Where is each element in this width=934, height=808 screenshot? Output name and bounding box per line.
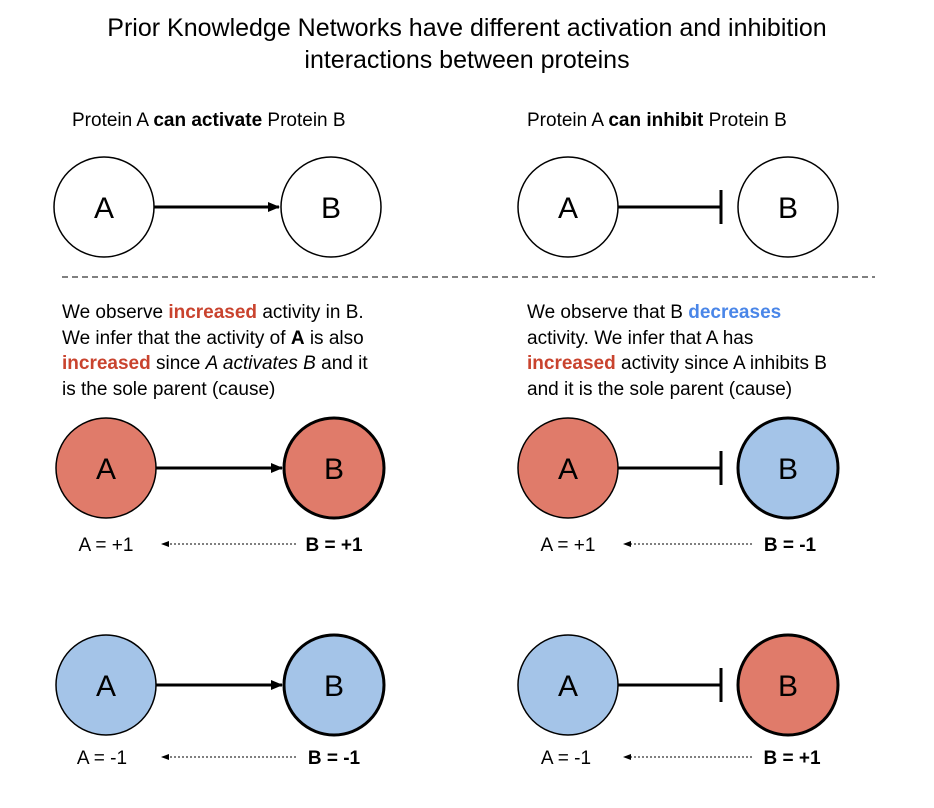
node-a-label: A (96, 453, 116, 486)
node-a-label: A (558, 192, 578, 225)
text: and it (315, 353, 368, 374)
decreases-word: decreases (688, 302, 782, 323)
node-b-label: B (778, 192, 798, 225)
node-b-label: B (324, 453, 344, 486)
activation-heading-post: Protein B (262, 110, 346, 131)
node-b-decreased (736, 416, 840, 520)
text: We observe (62, 302, 169, 323)
node-b-label: B (778, 670, 798, 703)
node-b (737, 156, 839, 258)
increased-word: increased (527, 353, 616, 374)
inhibition-explanation: We observe that B decreases activity. We… (527, 300, 907, 402)
text: activity in B. (257, 302, 364, 323)
text: is also (304, 327, 364, 349)
inferred-a-value: A = -1 (541, 748, 591, 769)
italic-phrase: A activates B (205, 353, 316, 374)
inhibition-heading: Protein A can inhibit Protein B (527, 109, 787, 133)
title-line-2: interactions between proteins (304, 46, 630, 74)
node-b-label: B (321, 192, 341, 225)
node-b-increased (282, 416, 386, 520)
observed-b-value: B = -1 (308, 748, 361, 769)
node-a-label: A (558, 670, 578, 703)
node-b (280, 156, 382, 258)
activation-heading: Protein A can activate Protein B (72, 109, 346, 133)
observed-b-value: B = -1 (764, 535, 817, 556)
text: activity since A inhibits B (615, 353, 827, 374)
diagram-title: Prior Knowledge Networks have different … (0, 12, 934, 76)
text: We infer that the activity of (62, 327, 291, 349)
node-b-label: B (324, 670, 344, 703)
activation-heading-pre: Protein A (72, 110, 154, 131)
inferred-a-value: A = +1 (541, 535, 596, 556)
node-b-label: B (778, 453, 798, 486)
activation-explanation: We observe increased activity in B. We i… (62, 300, 442, 402)
text: is the sole parent (cause) (62, 378, 276, 400)
increased-word: increased (62, 353, 151, 374)
text: since (150, 353, 206, 374)
activation-heading-bold: can activate (153, 110, 263, 131)
observed-b-value: B = +1 (763, 748, 820, 769)
inhibition-heading-pre: Protein A (527, 110, 609, 131)
bold-a: A (290, 327, 305, 349)
observed-b-value: B = +1 (305, 535, 362, 556)
inferred-a-value: A = +1 (79, 535, 134, 556)
title-line-1: Prior Knowledge Networks have different … (107, 14, 827, 42)
inhibition-heading-bold: can inhibit (608, 110, 704, 131)
node-a-label: A (96, 670, 116, 703)
text: We observe that B (527, 302, 689, 323)
inhibition-heading-post: Protein B (703, 110, 787, 131)
inferred-a-value: A = -1 (77, 748, 127, 769)
node-b-decreased (282, 633, 386, 737)
node-b-increased (736, 633, 840, 737)
text: activity. We infer that A has (527, 327, 754, 349)
node-a-label: A (558, 453, 578, 486)
increased-word: increased (168, 302, 258, 323)
node-a-label: A (94, 192, 114, 225)
text: and it is the sole parent (cause) (527, 378, 793, 400)
